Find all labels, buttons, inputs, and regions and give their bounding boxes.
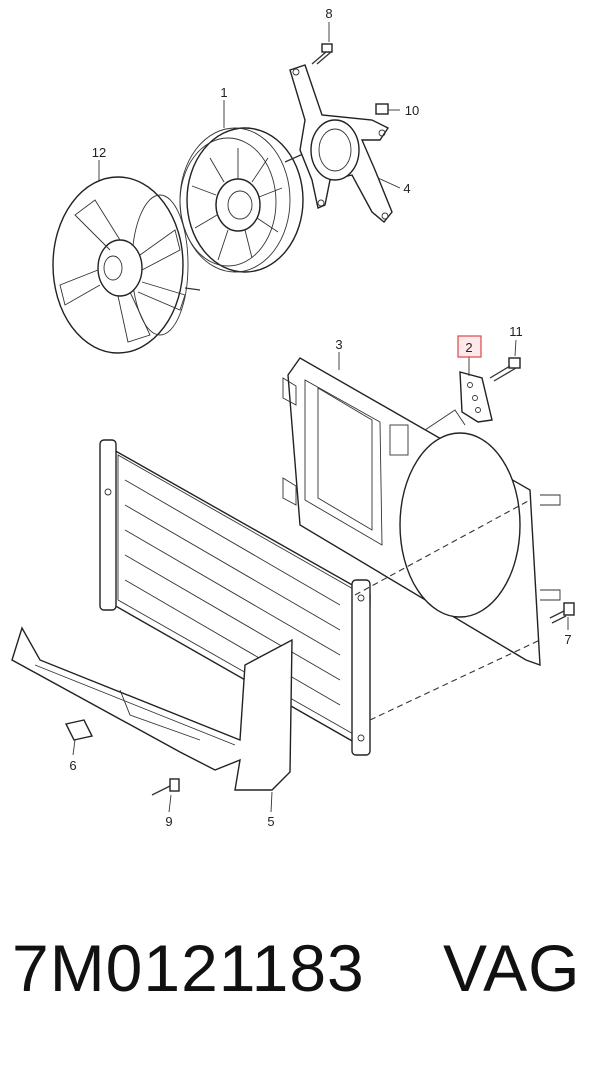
callout-12: 12 — [92, 145, 106, 160]
callout-10: 10 — [405, 103, 419, 118]
fan-part-12 — [52, 176, 201, 354]
footer: 7M0121183 VAG — [0, 930, 600, 1040]
callout-2-highlight — [457, 335, 482, 358]
callout-9: 9 — [165, 814, 172, 829]
assembly-line — [369, 639, 541, 721]
rivet-part-9 — [151, 778, 180, 796]
callout-8: 8 — [325, 6, 332, 21]
bracket-part-2 — [459, 371, 493, 423]
callout-5: 5 — [267, 814, 274, 829]
clip-part-6 — [64, 719, 94, 741]
callout-7: 7 — [564, 632, 571, 647]
air-guide-part-5 — [11, 626, 293, 791]
leader-lines — [72, 22, 569, 813]
assembly-line — [354, 499, 531, 596]
bolt-part-8 — [311, 43, 333, 65]
bracket-part-4 — [289, 64, 393, 223]
callout-2: 2 — [465, 340, 472, 355]
fan-clutch-part-1 — [179, 127, 313, 273]
screw-part-11 — [489, 357, 521, 382]
radiator — [99, 439, 371, 756]
callout-3: 3 — [335, 337, 342, 352]
nut-part-10 — [375, 103, 389, 115]
part-number: 7M0121183 — [12, 931, 365, 1005]
callout-6: 6 — [69, 758, 76, 773]
brand-name: VAG — [443, 931, 581, 1005]
callout-11: 11 — [509, 324, 523, 339]
callout-1: 1 — [220, 85, 227, 100]
exploded-parts-diagram: 8 1 12 10 4 3 2 11 7 6 9 5 — [11, 6, 575, 829]
callout-4: 4 — [403, 181, 410, 196]
shroud-part-3 — [282, 357, 561, 667]
bolt-part-7 — [549, 602, 575, 624]
